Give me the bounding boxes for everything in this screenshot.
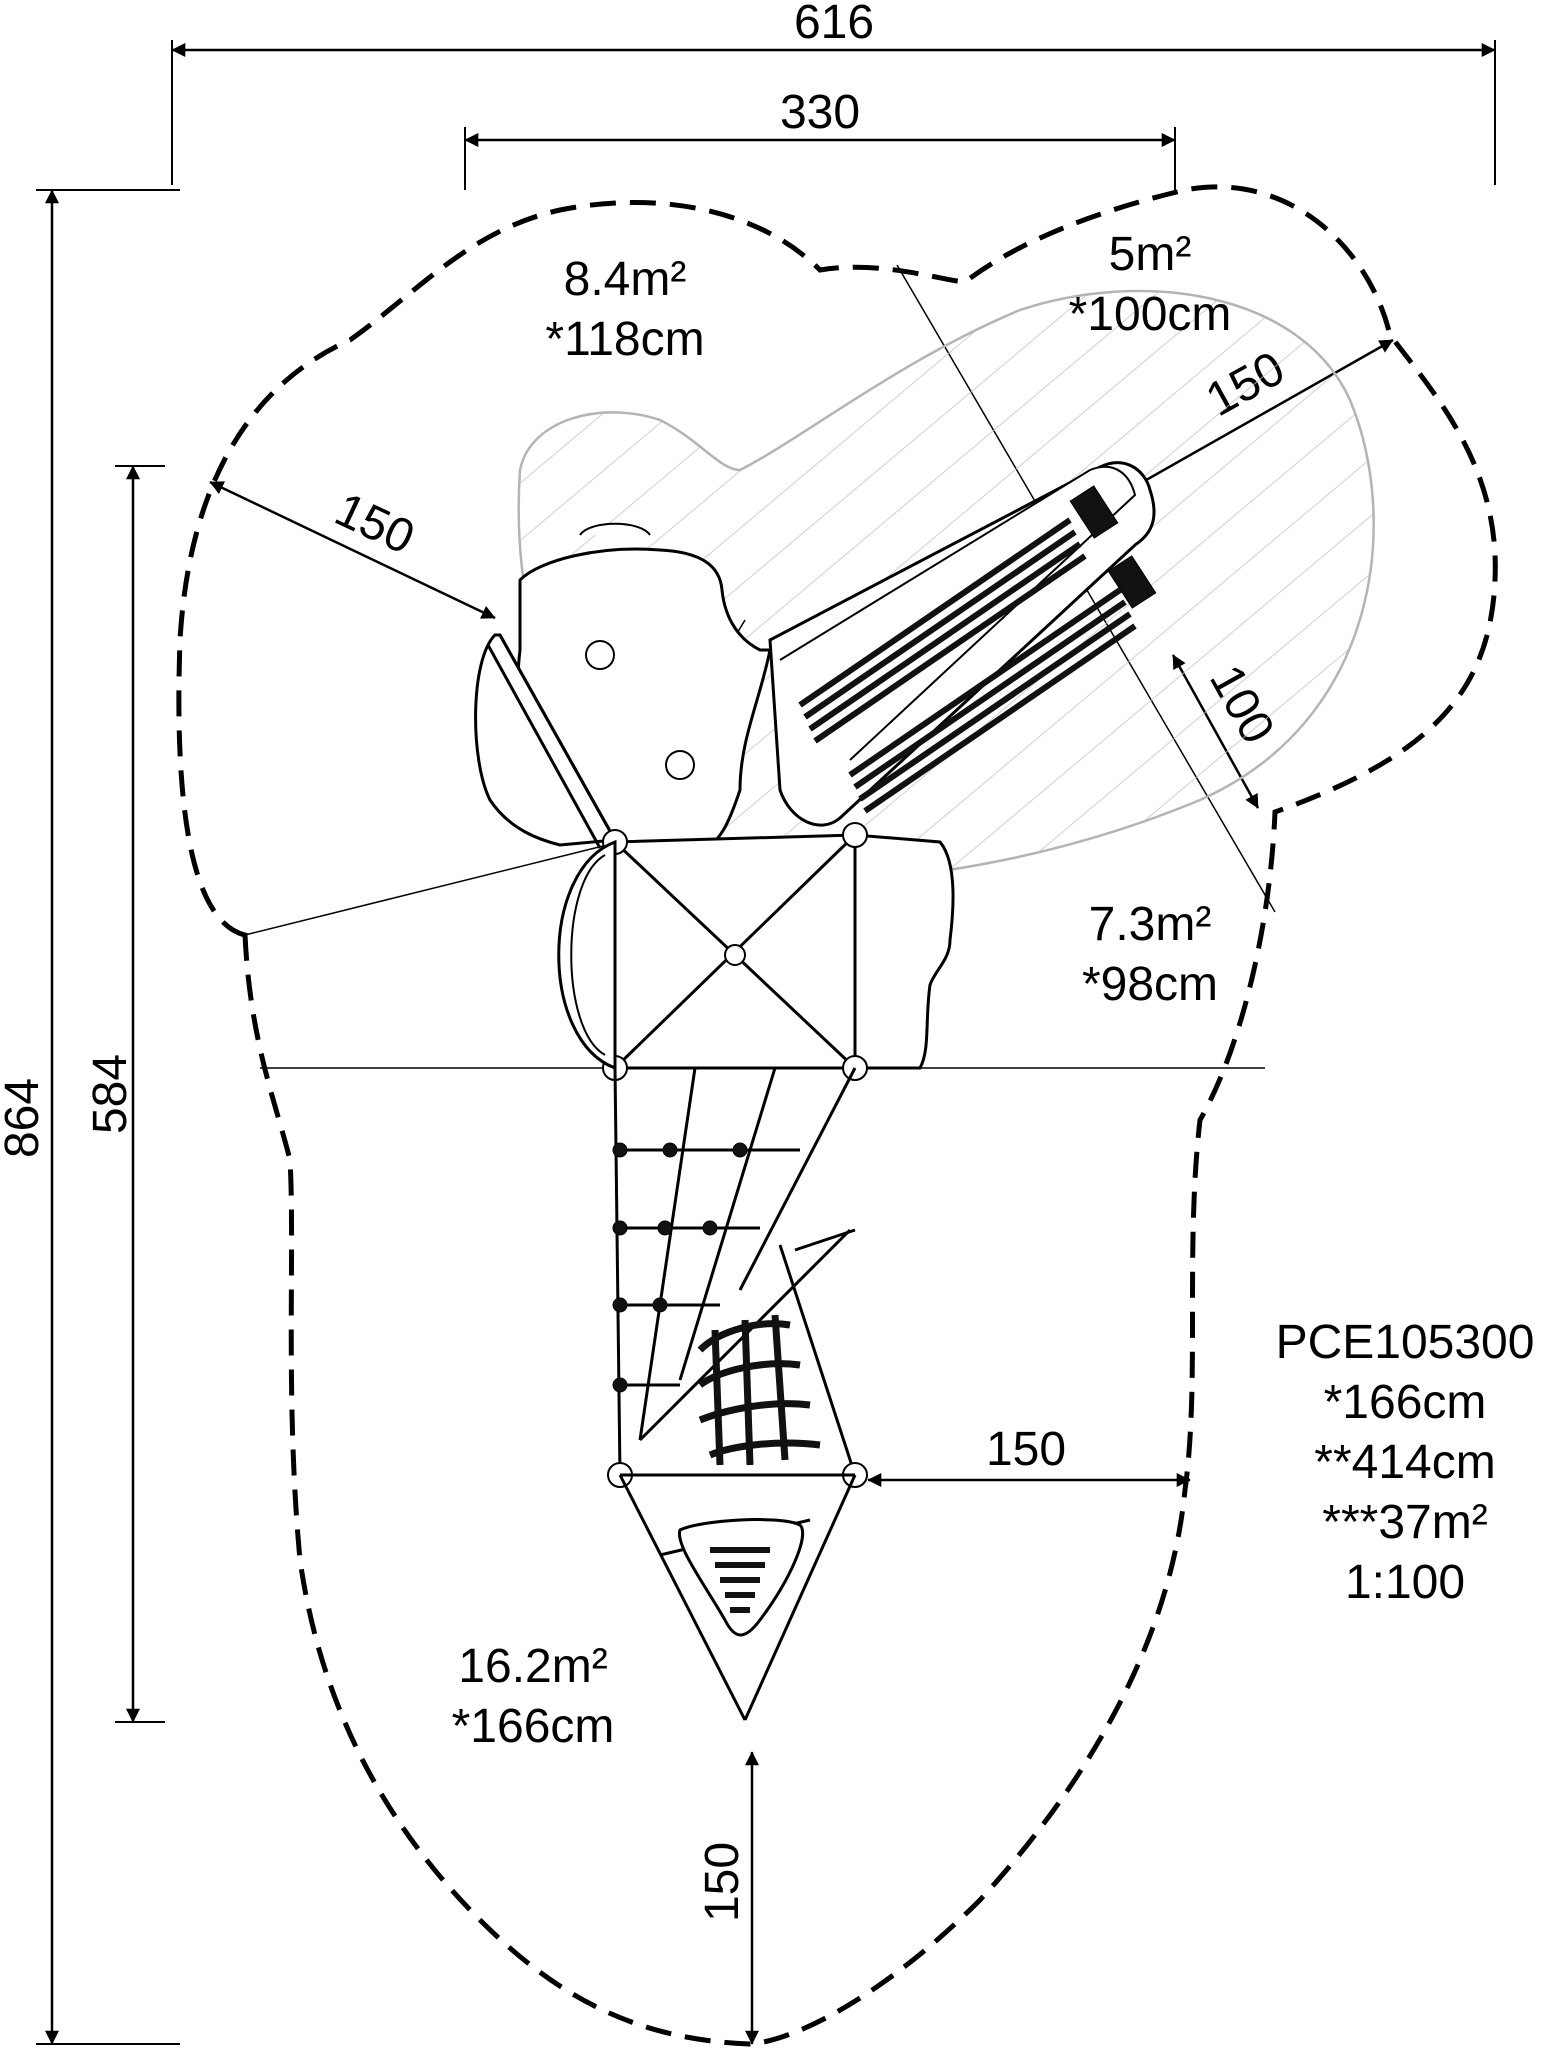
tower-climbing-wall: [474, 633, 618, 849]
double-slide: [768, 461, 1157, 827]
zone-label-upper-right: 5m² *100cm: [1069, 228, 1232, 341]
dim-label-overall-width: 616: [794, 0, 874, 49]
rope-net-main: [612, 1067, 857, 1476]
free-fall-height: *166cm: [1324, 1376, 1487, 1429]
zone-area: 5m²: [1109, 228, 1192, 281]
dim-label-overall-height: 864: [0, 1078, 49, 1158]
safety-zone-outline: [176, 184, 1498, 2047]
free-height: **414cm: [1314, 1436, 1495, 1489]
zone-fall-height: *118cm: [545, 313, 704, 366]
deck-platform: [602, 822, 955, 1081]
zone-area: 8.4m²: [564, 253, 687, 306]
scale: 1:100: [1345, 1556, 1465, 1609]
dim-label-clearance-lower-right: 150: [986, 1423, 1066, 1476]
dimension-structure-height: 584: [84, 465, 165, 1723]
dimension-top-width: 330: [464, 86, 1176, 190]
dimension-overall-width: 616: [171, 0, 1496, 185]
half-round-panel: [557, 839, 617, 1071]
dim-label-top-width: 330: [780, 86, 860, 139]
slide-lane-top: [798, 485, 1119, 744]
zone-area: 16.2m²: [458, 1640, 607, 1693]
zone-fall-height: *98cm: [1082, 958, 1218, 1011]
dim-label-clearance-upper-left: 150: [327, 483, 422, 565]
zone-fall-height: *100cm: [1069, 288, 1232, 341]
dim-label-clearance-bottom: 150: [696, 1842, 749, 1922]
zone-label-upper-left: 8.4m² *118cm: [545, 253, 704, 366]
product-info: PCE105300 *166cm **414cm ***37m² 1:100: [1276, 1316, 1535, 1609]
product-code: PCE105300: [1276, 1316, 1535, 1369]
dimension-clearance-bottom: 150: [696, 1751, 759, 2045]
zone-label-middle-right: 7.3m² *98cm: [1082, 898, 1218, 1011]
total-area: ***37m²: [1322, 1496, 1487, 1549]
rope-net-secondary: [638, 1228, 857, 1476]
dim-label-structure-height: 584: [84, 1054, 137, 1134]
dimension-clearance-upper-left: 150: [209, 480, 496, 620]
triangular-seat: [677, 1518, 805, 1637]
dimension-clearance-lower-right: 150: [867, 1423, 1191, 1487]
slide-lane-bottom: [848, 555, 1157, 814]
zone-area: 7.3m²: [1089, 898, 1212, 951]
zone-fall-height: *166cm: [452, 1700, 615, 1753]
dimension-overall-height: 864: [0, 189, 180, 2045]
zone-label-lower-left: 16.2m² *166cm: [452, 1640, 615, 1753]
